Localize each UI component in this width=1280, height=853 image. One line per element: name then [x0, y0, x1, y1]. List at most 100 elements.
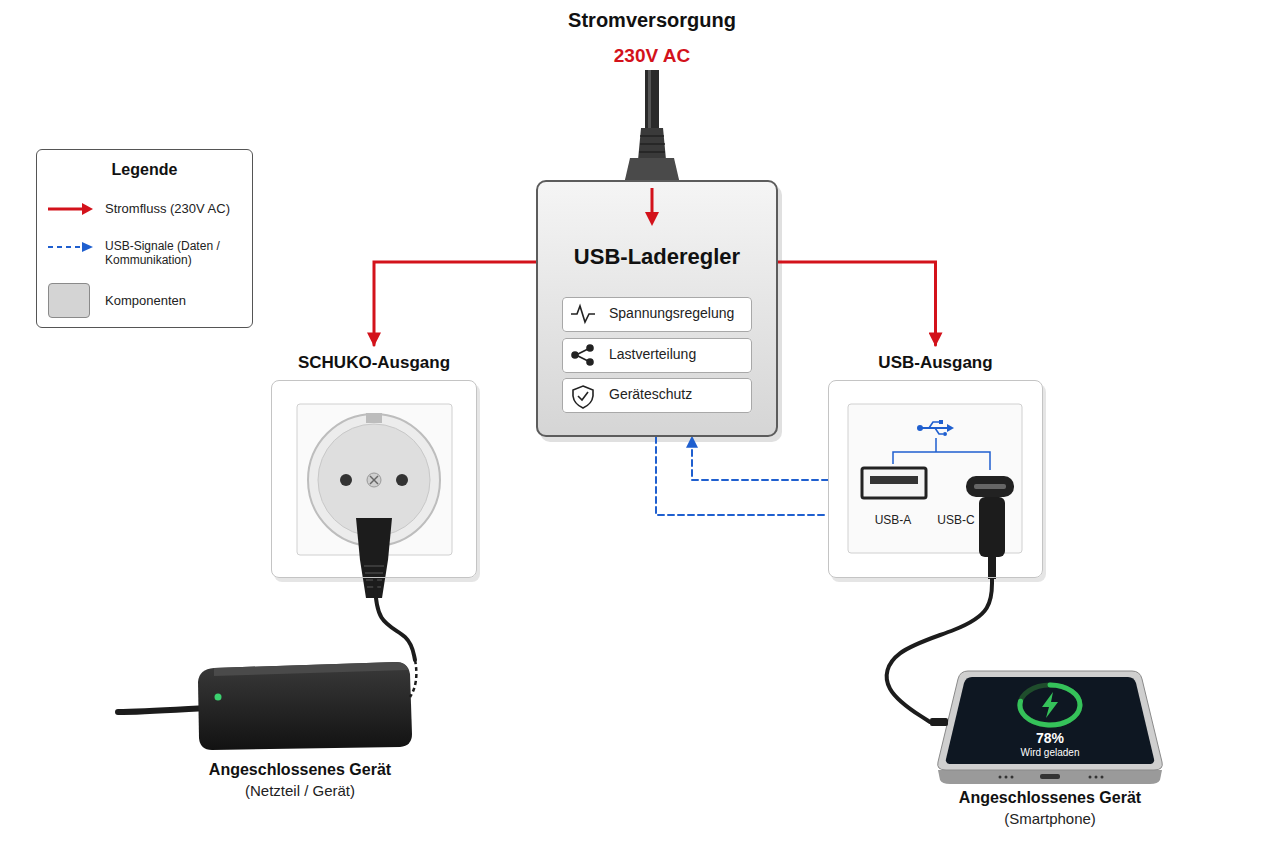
legend-panel	[48, 208, 84, 211]
legend-box: Stromfluss (230V AC) USB-Signale (Daten /…	[36, 149, 253, 328]
controller-box: USB-LadereglerSpannungsregelungLastverte…	[536, 180, 778, 437]
usb-socket	[974, 484, 1006, 489]
power-adapter	[118, 708, 205, 712]
usb-socket	[988, 555, 996, 579]
outlet-heading: SCHUKO-Ausgang	[271, 353, 477, 373]
smartphone	[938, 770, 1162, 784]
legend-title: Legende	[36, 160, 253, 179]
usb-socket	[828, 380, 1043, 578]
battery-percent: 78%	[930, 730, 1170, 747]
device-subcaption: (Netzteil / Gerät)	[160, 782, 440, 800]
device-subcaption: (Smartphone)	[930, 810, 1170, 828]
schuko-socket	[365, 572, 383, 574]
usb-signal-line	[692, 437, 828, 480]
function-label: Geräteschutz	[609, 386, 749, 403]
usb-socket	[828, 380, 1046, 582]
schuko-socket	[340, 474, 352, 486]
usb-socket	[831, 384, 1046, 582]
controller-housing	[562, 378, 752, 413]
function-icons	[573, 386, 593, 408]
smartphone	[999, 776, 1002, 779]
smartphone	[1005, 776, 1008, 779]
legend-panel	[82, 242, 93, 252]
usb-cable	[887, 578, 992, 722]
voltage-label: 230V AC	[552, 45, 752, 68]
usb-socket	[870, 476, 918, 484]
smartphone	[930, 671, 1162, 784]
power-cable	[640, 143, 665, 145]
usb-socket	[939, 420, 943, 424]
power-adapter	[118, 660, 416, 750]
function-box: Geräteschutz	[562, 378, 752, 413]
outlet-frame	[828, 380, 1043, 578]
usb-signal-line	[656, 437, 828, 515]
function-label: Spannungsregelung	[609, 305, 749, 322]
charging-status: Wird geladen	[930, 747, 1170, 759]
usb-socket	[917, 425, 923, 431]
legend-panel	[82, 203, 93, 215]
power-adapter	[198, 662, 412, 750]
power-cable	[645, 70, 659, 132]
power-cable	[639, 151, 665, 153]
usb-socket	[966, 476, 1014, 497]
legend-text: Stromfluss (230V AC)	[105, 201, 245, 217]
function-icons	[587, 359, 593, 365]
outlet-heading: USB-Ausgang	[828, 353, 1043, 373]
controller-title: USB-Laderegler	[538, 244, 776, 270]
usb-socket	[929, 422, 939, 428]
power-flow-arrow	[778, 262, 936, 345]
controller-housing	[536, 180, 782, 442]
function-icons	[571, 306, 595, 408]
controller-housing	[645, 212, 659, 226]
schuko-socket	[396, 474, 408, 486]
port-label: USB-C	[936, 513, 976, 527]
legend-text: USB-Signale (Daten / Kommunikation)	[105, 239, 245, 268]
controller-housing	[651, 188, 654, 214]
smartphone	[930, 718, 948, 726]
schuko-socket	[366, 413, 382, 423]
usb-socket	[893, 438, 990, 470]
power-cable	[638, 128, 666, 160]
schuko-socket	[364, 565, 384, 567]
usb-outlet: USB-AusgangUSB-A USB-C	[828, 345, 1043, 578]
power-adapter	[215, 694, 222, 701]
function-icons	[571, 306, 595, 322]
power-adapter	[410, 660, 416, 697]
port-label: USB-A	[863, 513, 923, 527]
power-adapter	[214, 662, 408, 676]
schuko-socket	[370, 476, 378, 484]
smartphone	[1011, 776, 1014, 779]
smartphone	[1040, 774, 1060, 779]
power-flow-arrow	[374, 262, 536, 345]
power-cable	[375, 578, 415, 660]
usb-socket	[943, 432, 947, 436]
smartphone	[1095, 776, 1098, 779]
power-cable	[624, 70, 680, 184]
smartphone	[1089, 776, 1092, 779]
controller-housing	[562, 297, 752, 332]
legend-swatch	[48, 283, 90, 318]
function-icons	[572, 352, 578, 358]
device-adapter: Angeschlossenes Gerät(Netzteil / Gerät)	[160, 660, 440, 810]
usb-socket	[935, 428, 943, 434]
device-smartphone: 78%Wird geladenAngeschlossenes Gerät (Sma…	[930, 660, 1170, 835]
function-box: Spannungsregelung	[562, 297, 752, 332]
controller-housing	[536, 180, 778, 437]
usb-socket	[862, 468, 926, 498]
socket-outlet: SCHUKO-Ausgang	[271, 345, 477, 578]
function-icons	[578, 392, 588, 400]
schuko-socket	[367, 473, 381, 487]
device-caption: Angeschlossenes Gerät	[930, 788, 1170, 807]
smartphone	[1020, 685, 1080, 725]
smartphone	[1020, 685, 1080, 725]
usb-socket	[947, 424, 954, 432]
smartphone	[1042, 692, 1058, 718]
function-box: Lastverteilung	[562, 338, 752, 373]
power-cable	[640, 135, 664, 137]
power-cable	[648, 70, 651, 132]
legend-panel	[36, 149, 253, 328]
